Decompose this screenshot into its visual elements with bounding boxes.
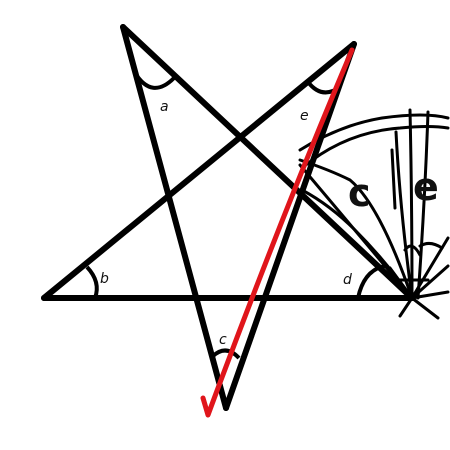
star-edge-top-left-vertex-to-bottom-vertex	[120, 24, 229, 411]
sketch-label-c: c	[348, 171, 371, 215]
sketch-scribble	[298, 108, 450, 320]
angle-arc-b	[85, 265, 99, 299]
angle-arc-c	[211, 348, 241, 360]
angle-arc-d	[356, 264, 386, 299]
red-check-mark	[200, 47, 355, 418]
angle-label-c: c	[219, 332, 227, 348]
angle-label-d: d	[343, 272, 352, 288]
angle-label-b: b	[100, 271, 109, 287]
star-edge-left-vertex-to-top-right-vertex	[41, 41, 357, 301]
star-edge-top-left-vertex-to-right-vertex	[120, 24, 415, 301]
angle-arc-a	[133, 71, 176, 90]
sketch-label-e: e	[413, 165, 439, 209]
angle-label-a: a	[160, 99, 169, 115]
star-edge-top-right-vertex-to-bottom-vertex	[223, 41, 357, 411]
angle-label-e: e	[300, 108, 309, 124]
